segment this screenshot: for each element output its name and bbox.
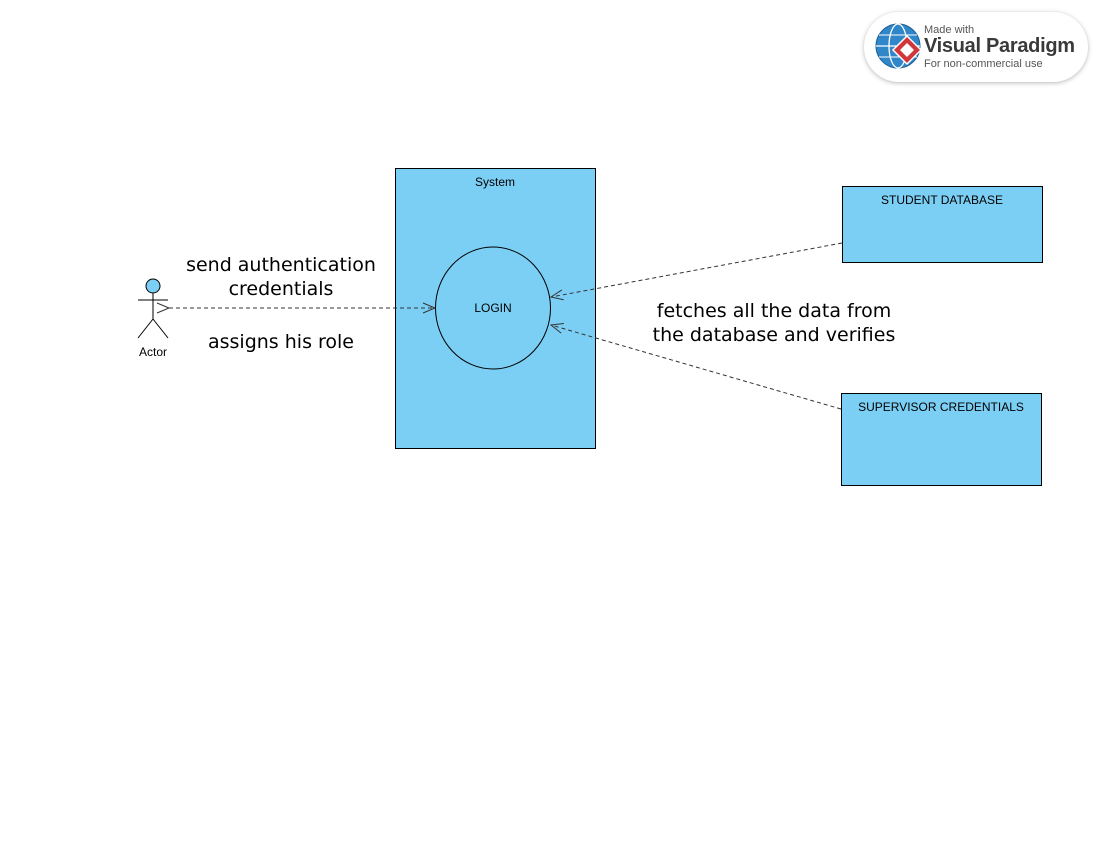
student-database-label: STUDENT DATABASE — [881, 193, 1003, 207]
supervisor-credentials-label: SUPERVISOR CREDENTIALS — [858, 400, 1024, 414]
actor-left-leg — [137, 318, 154, 339]
student-db-connector[interactable] — [551, 242, 843, 297]
watermark-usage: For non-commercial use — [924, 58, 1043, 70]
visual-paradigm-logo-icon — [874, 22, 923, 77]
supervisor-credentials-box[interactable] — [841, 393, 1042, 486]
student-database-box[interactable] — [842, 186, 1043, 263]
send-credentials-note-line1: send authentication — [186, 254, 376, 276]
actor[interactable] — [137, 278, 169, 339]
actor-label: Actor — [139, 345, 167, 359]
login-use-case-label: LOGIN — [474, 301, 511, 315]
system-label: System — [475, 175, 515, 189]
watermark-made-with: Made with — [924, 24, 975, 36]
supervisor-connector[interactable] — [551, 325, 842, 410]
send-credentials-note-line2: credentials — [229, 278, 334, 300]
actor-right-leg — [152, 318, 169, 339]
watermark-brand: Visual Paradigm — [924, 35, 1075, 57]
actor-head — [145, 278, 161, 294]
fetches-data-note-line2: the database and verifies — [653, 324, 896, 346]
assigns-role-note: assigns his role — [208, 331, 354, 353]
visual-paradigm-watermark: Made with Visual Paradigm For non-commer… — [864, 12, 1088, 82]
fetches-data-note-line1: fetches all the data from — [657, 300, 891, 322]
